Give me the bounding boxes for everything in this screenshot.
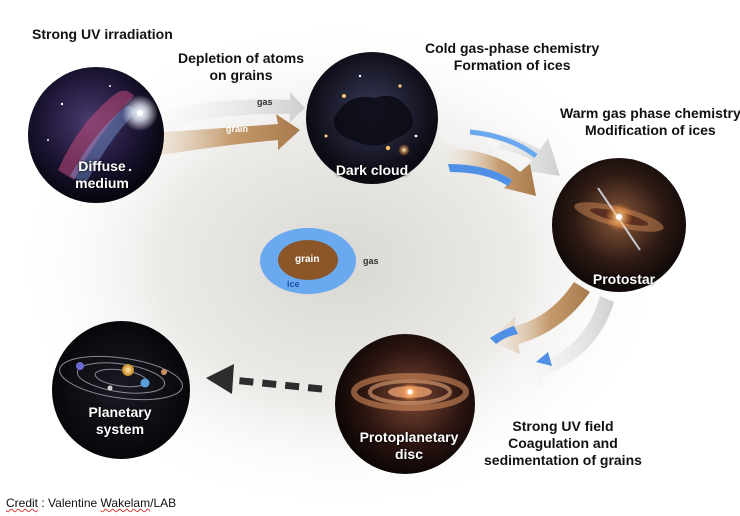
legend-grain-label: grain [295, 254, 320, 265]
annotation-line: Modification of ices [585, 122, 716, 139]
arrow-diffuse-to-dark-cloud [130, 92, 305, 160]
circle-dark-cloud [306, 52, 438, 184]
credit-author-last: Wakelam [100, 496, 151, 510]
annotation-line: on grains [209, 67, 273, 84]
stage-label-protostar: Protostar [584, 271, 664, 288]
stage-label-planetary-system: Planetary system [80, 404, 160, 438]
arrow-protostar-to-disc [488, 282, 614, 386]
stage-label-dark-cloud: Dark cloud [332, 162, 412, 179]
stage-label-line: disc [394, 445, 423, 462]
stage-label-line: Protostar [592, 271, 656, 287]
grain-ice-legend [260, 228, 356, 294]
stage-label-protoplanetary-disc: Protoplanetary disc [354, 429, 464, 463]
annotation-warm-chemistry: Warm gas phase chemistry Modification of… [560, 105, 740, 139]
credit-suffix: /LAB [150, 496, 177, 510]
annotation-cold-chemistry: Cold gas-phase chemistry Formation of ic… [425, 40, 599, 74]
annotation-line: Cold gas-phase chemistry [425, 40, 600, 56]
dashed-arrow-disc-to-planetary [206, 364, 323, 394]
stage-label-line: Protoplanetary [359, 429, 459, 445]
circle-protoplanetary-disc [335, 334, 475, 474]
annotation-line: Strong UV irradiation [32, 26, 173, 42]
annotation-line: Depletion of atoms [178, 50, 305, 66]
annotation-line: Warm gas phase chemistry [560, 105, 740, 121]
legend-ice-label: ice [287, 279, 300, 289]
arrow-dark-cloud-to-protostar [440, 127, 560, 196]
stage-label-line: Planetary [88, 404, 152, 420]
circle-diffuse-medium [28, 67, 164, 203]
circle-planetary-system [52, 321, 190, 459]
circle-protostar [552, 158, 686, 292]
stage-label-line: Dark cloud [335, 162, 409, 178]
stage-label-line: system [95, 420, 145, 437]
annotation-line: Coagulation and [508, 435, 618, 452]
annotation-depletion: Depletion of atoms on grains [178, 50, 304, 84]
arrow-tag-grain: grain [226, 124, 249, 134]
stage-label-line: medium [75, 174, 129, 191]
legend-gas-label: gas [363, 256, 379, 266]
annotation-line: Formation of ices [453, 57, 571, 74]
stage-label-line: Diffuse [78, 158, 126, 174]
stage-label-diffuse-medium: Diffuse medium [62, 158, 142, 192]
annotation-line: Strong UV field [512, 418, 614, 434]
credit-author-first: Valentine [48, 496, 98, 510]
credit-separator: : [38, 496, 49, 510]
annotation-strong-uv-field: Strong UV field Coagulation and sediment… [484, 418, 642, 469]
credit-line: Credit : Valentine Wakelam/LAB [6, 496, 176, 510]
credit-prefix: Credit [6, 496, 39, 510]
arrow-tag-gas: gas [257, 97, 273, 107]
annotation-line: sedimentation of grains [484, 452, 642, 469]
annotation-strong-uv-irradiation: Strong UV irradiation [32, 26, 173, 43]
